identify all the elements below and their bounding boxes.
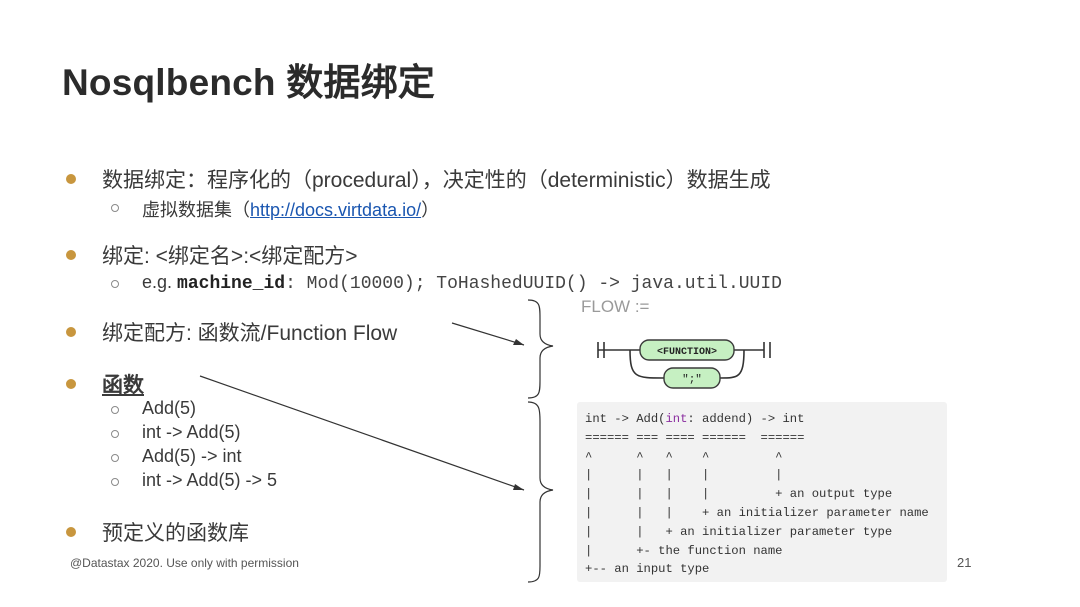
bullet-predefined-library: 预定义的函数库	[102, 522, 249, 545]
arrowhead-functions	[513, 484, 524, 490]
sub-bullet-binding-example: e.g. machine_id: Mod(10000); ToHashedUUI…	[142, 272, 782, 294]
function-signature-box: int -> Add(int: addend) -> int ====== ===…	[577, 402, 947, 582]
sub-bullet-dot	[111, 454, 119, 462]
function-example-3: Add(5) -> int	[142, 446, 242, 466]
bullet-data-binding: 数据绑定：程序化的（procedural），决定性的（deterministic…	[102, 169, 771, 192]
bullet-dot	[66, 527, 76, 537]
arrow-functions	[199, 375, 525, 491]
bullet-dot	[66, 327, 76, 337]
bullet-dot	[66, 174, 76, 184]
function-node	[639, 339, 735, 361]
function-example-2: int -> Add(5)	[142, 422, 241, 442]
sub-bullet-dot	[111, 406, 119, 414]
sub-bullet-dot	[111, 280, 119, 288]
function-example-4: int -> Add(5) -> 5	[142, 470, 278, 490]
flow-label: FLOW :=	[581, 297, 650, 316]
signature-line-7: | +- the function name	[585, 543, 783, 558]
arrowhead-function-flow	[513, 339, 524, 345]
bullet-function-flow: 绑定配方: 函数流/Function Flow	[102, 322, 398, 345]
virtual-dataset-label: 虚拟数据集（	[142, 200, 250, 220]
example-prefix: e.g.	[142, 272, 173, 292]
railroad-diagram	[597, 342, 771, 379]
sub-bullet-dot	[111, 430, 119, 438]
signature-line-2: ^ ^ ^ ^ ^	[585, 449, 783, 464]
virtual-dataset-close: ）	[421, 200, 440, 220]
signature-brace	[527, 401, 554, 583]
signature-line-8: +-- an input type	[585, 562, 710, 577]
slide-title: Nosqlbench 数据绑定	[62, 62, 436, 103]
example-binding-name: machine_id	[177, 274, 286, 294]
sub-bullet-dot	[111, 204, 119, 212]
separator-node-label: ";"	[682, 374, 702, 386]
arrow-function-flow	[451, 322, 525, 346]
signature-line-1: ====== === ==== ====== ======	[585, 430, 805, 445]
footer-copyright: @Datastax 2020. Use only with permission	[70, 556, 299, 570]
example-binding-recipe: : Mod(10000); ToHashedUUID() -> java.uti…	[285, 274, 782, 294]
function-node-label: <FUNCTION>	[657, 347, 717, 358]
page-number: 21	[957, 555, 972, 570]
signature-line-4: | | | | + an output type	[585, 487, 893, 502]
sub-bullet-virtual-dataset: 虚拟数据集（http://docs.virtdata.io/）	[142, 196, 439, 222]
bullet-dot	[66, 250, 76, 260]
bullet-binding-syntax: 绑定: <绑定名>:<绑定配方>	[102, 245, 358, 268]
sub-bullet-dot	[111, 478, 119, 486]
function-example-1: Add(5)	[142, 398, 197, 418]
bullet-dot	[66, 379, 76, 389]
signature-line-5: | | | + an initializer parameter name	[585, 505, 929, 520]
bullet-functions: 函数	[102, 374, 144, 397]
signature-line-3: | | | | |	[585, 468, 783, 483]
separator-node	[663, 367, 721, 389]
flow-brace	[527, 299, 554, 399]
signature-line-6: | | + an initializer parameter type	[585, 524, 893, 539]
signature-line-0: int -> Add(int: addend) -> int	[585, 412, 805, 426]
virtdata-docs-link[interactable]: http://docs.virtdata.io/	[250, 200, 422, 220]
